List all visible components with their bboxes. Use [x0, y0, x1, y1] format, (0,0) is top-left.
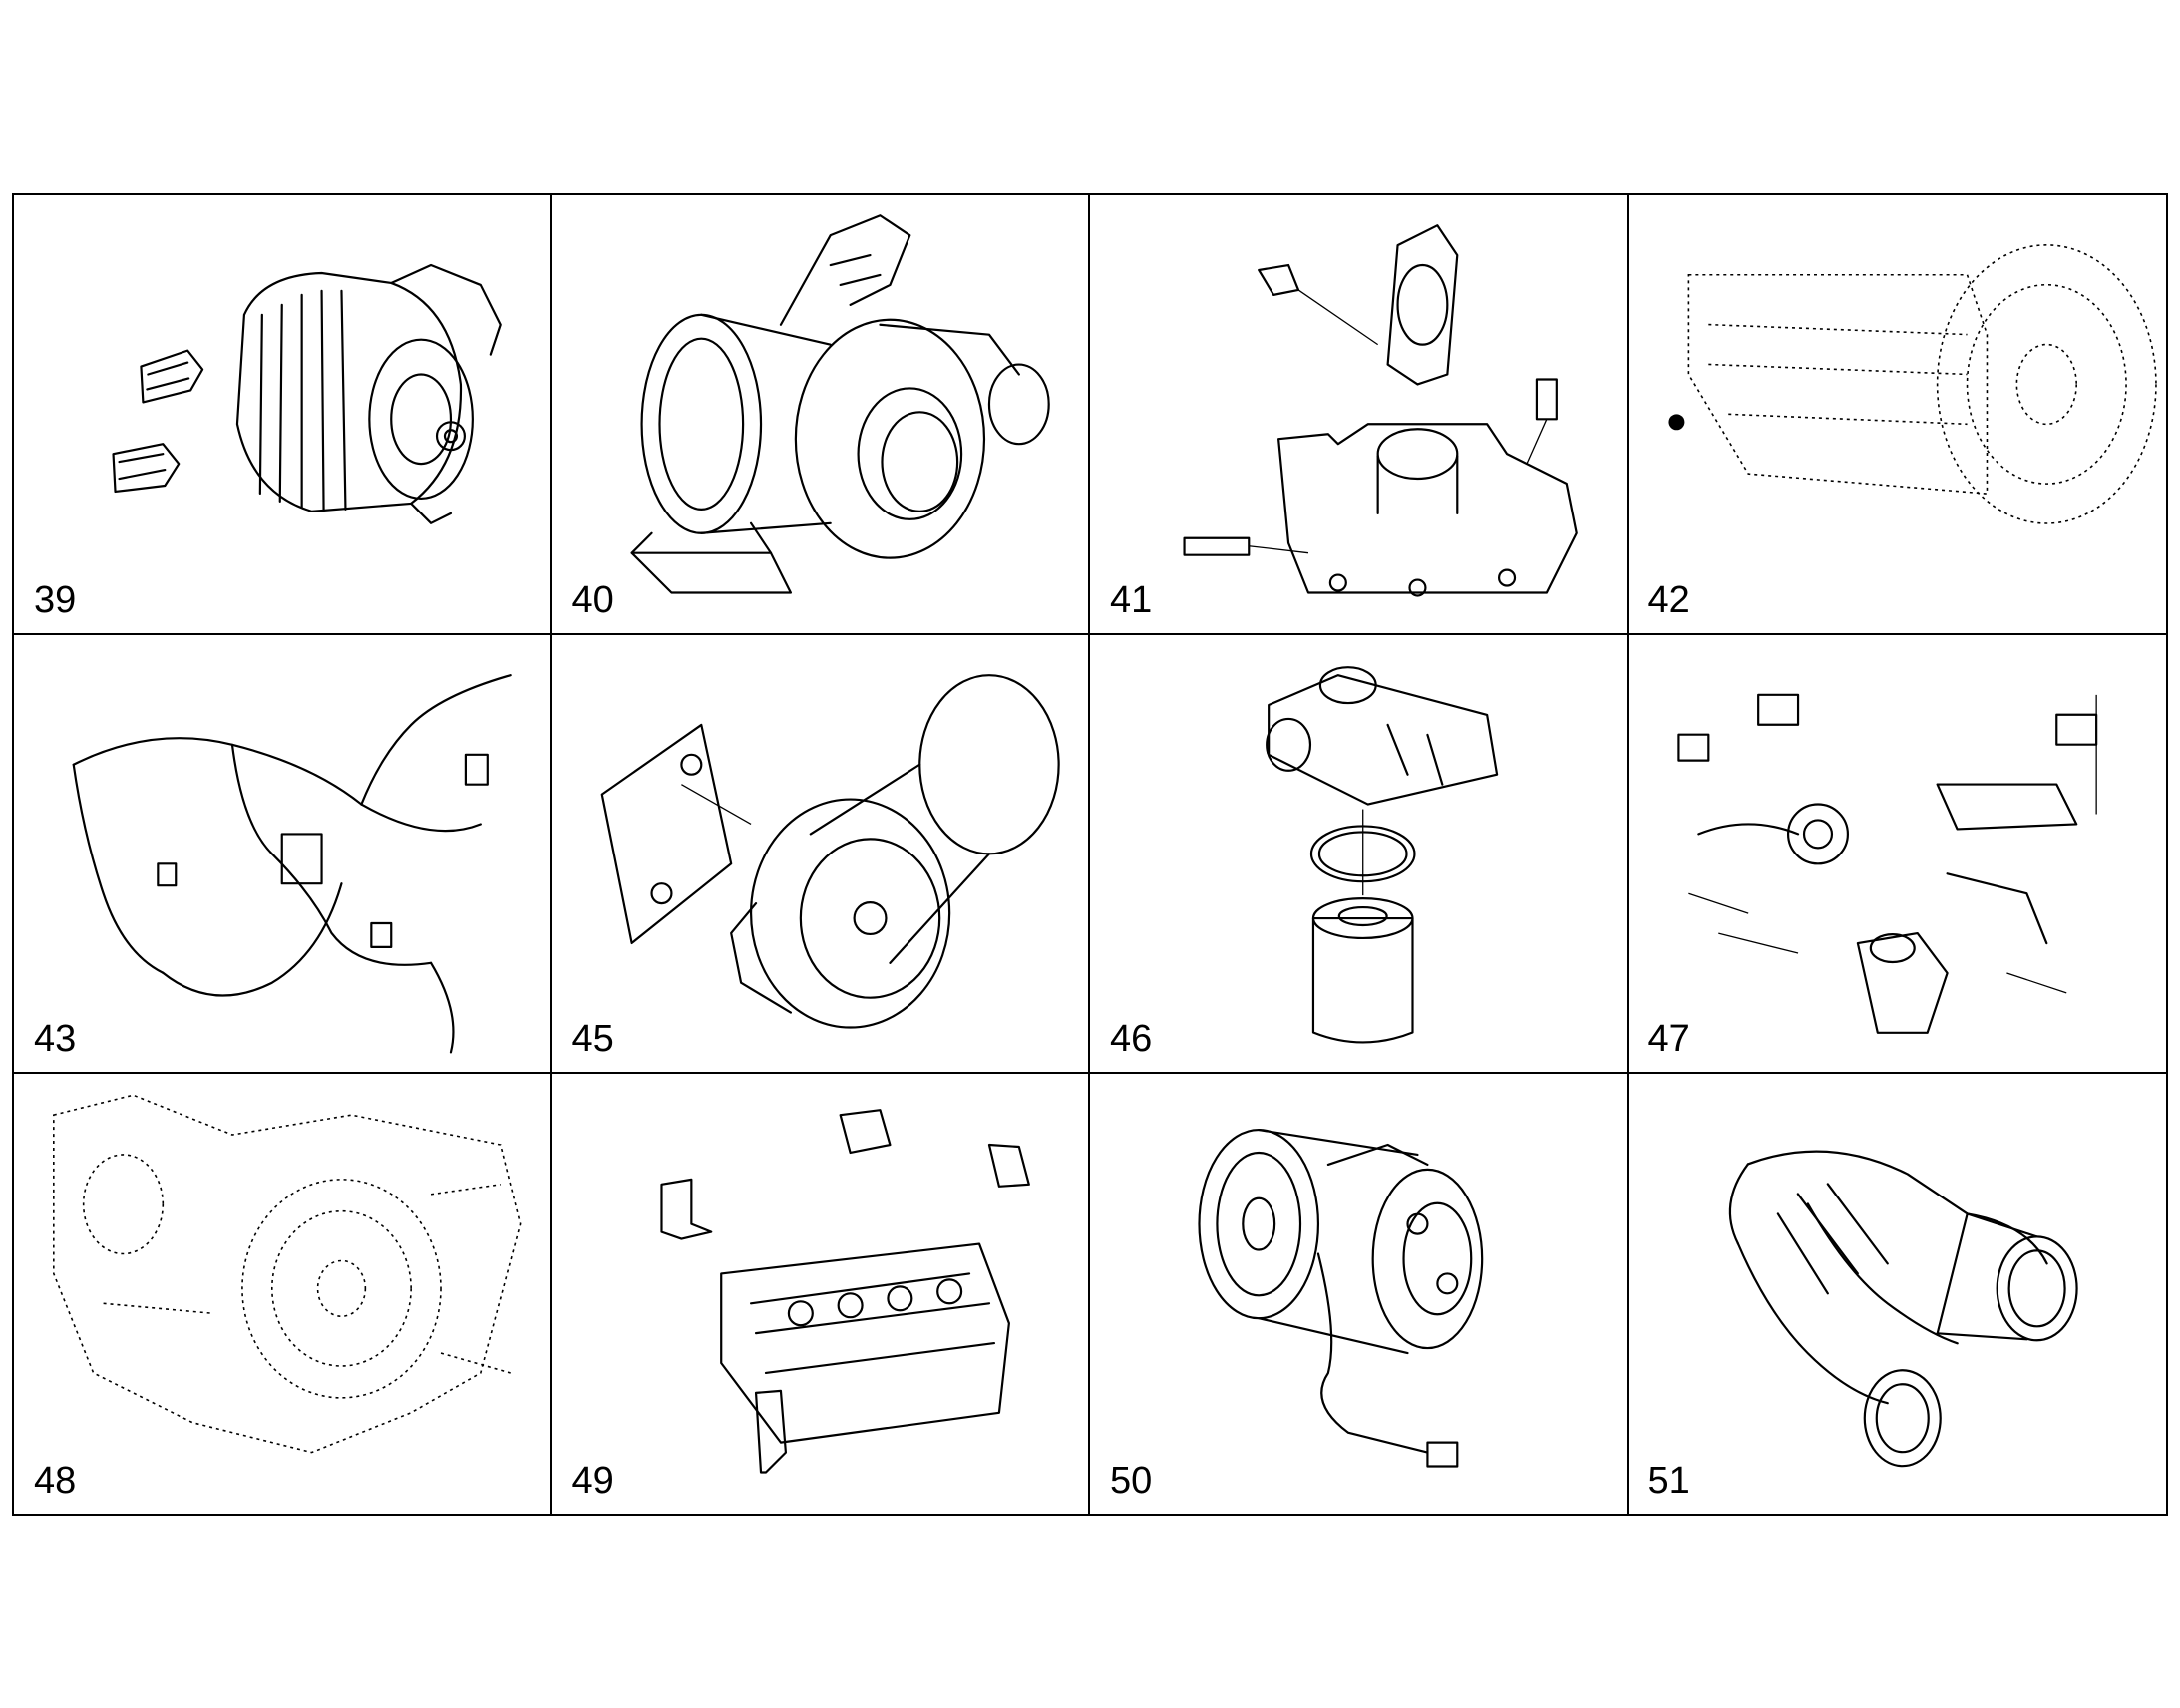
- part-cell-42[interactable]: 42: [1628, 195, 2166, 635]
- part-cell-46[interactable]: 46: [1090, 634, 1629, 1075]
- part-number: 48: [34, 1459, 77, 1502]
- oil-filter-icon: [1266, 665, 1499, 1044]
- thermostat-housing-icon: [1183, 224, 1578, 597]
- part-number: 40: [571, 578, 614, 621]
- part-cell-45[interactable]: 45: [551, 634, 1090, 1075]
- part-cell-47[interactable]: 47: [1628, 635, 2166, 1075]
- air-intake-hose-icon: [1728, 1150, 2078, 1468]
- part-number: 50: [1110, 1459, 1153, 1502]
- part-number: 41: [1110, 578, 1153, 621]
- part-cell-50[interactable]: 50: [1090, 1074, 1629, 1514]
- part-number: 45: [571, 1018, 614, 1061]
- wiring-harness-icon: [72, 673, 512, 1054]
- part-number: 42: [1647, 578, 1690, 621]
- part-cell-48[interactable]: 48: [14, 1074, 552, 1514]
- part-number: 49: [571, 1459, 614, 1502]
- part-cell-41[interactable]: 41: [1090, 195, 1629, 635]
- flywheel-housing-icon: [1667, 244, 2157, 524]
- part-number: 43: [34, 1018, 77, 1061]
- part-number: 46: [1110, 1018, 1153, 1061]
- part-cell-40[interactable]: 40: [551, 195, 1090, 635]
- part-number: 47: [1647, 1018, 1690, 1061]
- part-cell-49[interactable]: 49: [552, 1074, 1090, 1514]
- part-cell-39[interactable]: 39: [14, 195, 552, 635]
- egr-system-icon: [1676, 693, 2097, 1034]
- turbocharger-icon: [630, 214, 1050, 594]
- ac-compressor-icon: [1198, 1129, 1484, 1468]
- parts-grid: 39 40: [12, 193, 2168, 1516]
- part-number: 39: [34, 578, 77, 621]
- part-cell-43[interactable]: 43: [14, 634, 552, 1075]
- part-cell-51[interactable]: 51: [1629, 1074, 2167, 1514]
- cylinder-head-icon: [659, 1109, 1030, 1474]
- part-number: 51: [1647, 1459, 1690, 1502]
- timing-gear-icon: [53, 1094, 522, 1454]
- alternator-icon: [112, 263, 502, 524]
- belt-tensioner-icon: [600, 673, 1060, 1029]
